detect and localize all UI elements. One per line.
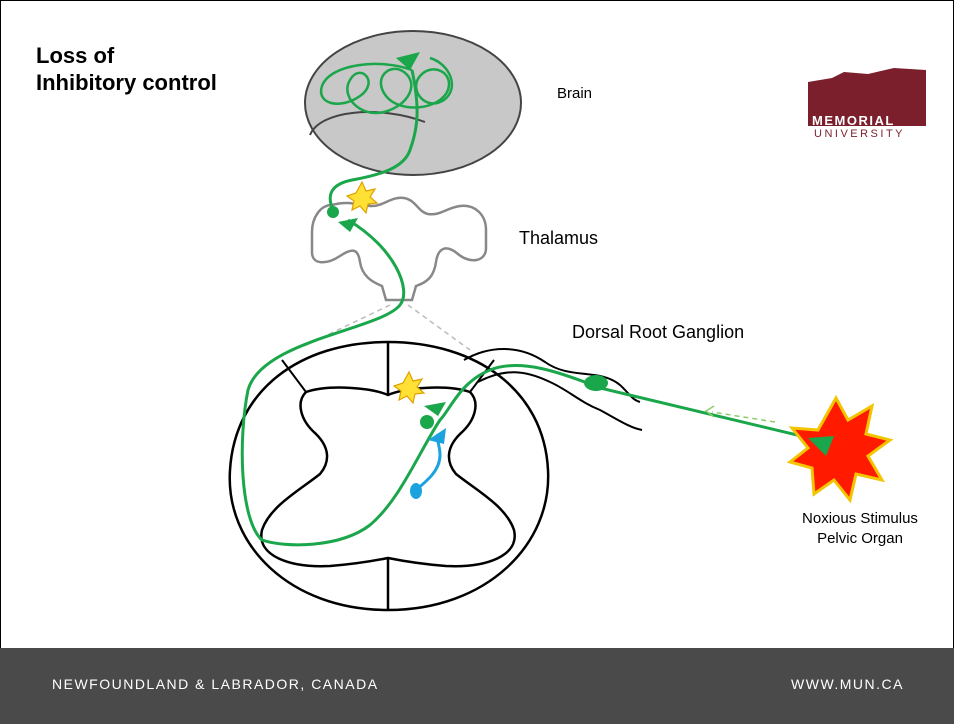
spinal-cell-body	[420, 415, 434, 429]
noxious-stimulus-icon	[790, 398, 890, 500]
noxious-stimulus-line-2: Pelvic Organ	[760, 529, 954, 549]
drg-label: Dorsal Root Ganglion	[572, 322, 744, 343]
thalamus-label: Thalamus	[519, 228, 598, 249]
logo-word-memorial: MEMORIAL	[812, 113, 895, 128]
spinal-cord	[230, 342, 548, 610]
signal-arrow	[706, 406, 775, 422]
footer-location: NEWFOUNDLAND & LABRADOR, CANADA	[52, 676, 379, 692]
brain-label: Brain	[557, 85, 592, 102]
drg-cell-body	[584, 375, 608, 391]
noxious-stimulus-line-1: Noxious Stimulus	[760, 509, 954, 529]
blue-interneuron-cell-body	[410, 483, 422, 499]
thalamic-cell-body	[327, 206, 339, 218]
footer-website-link[interactable]: WWW.MUN.CA	[791, 676, 904, 692]
noxious-stimulus-label: Noxious Stimulus Pelvic Organ	[760, 509, 954, 549]
logo-word-university: UNIVERSITY	[814, 128, 905, 140]
footer-bar: NEWFOUNDLAND & LABRADOR, CANADA WWW.MUN.…	[0, 648, 954, 724]
